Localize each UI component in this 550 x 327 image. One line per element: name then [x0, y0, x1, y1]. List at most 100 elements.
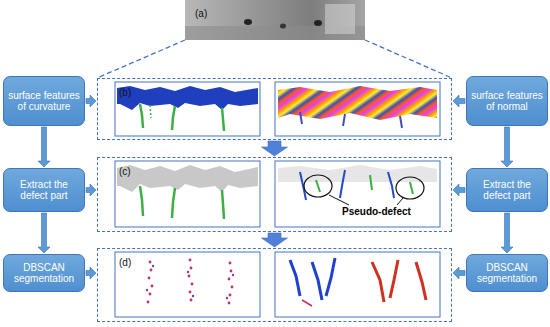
- normal-surface-image-part: [343, 114, 345, 126]
- curvature-cluster-image-part-part: [146, 289, 148, 291]
- curvature-cluster-image-part-part: [228, 302, 231, 305]
- curvature-defect-image-part: [172, 188, 175, 218]
- normal-surface-image-part: [275, 82, 440, 136]
- curvature-cluster-image-part-part: [191, 283, 194, 286]
- curvature-cluster-image-part-part: [192, 295, 194, 297]
- scan-image-part: [314, 20, 322, 26]
- curvature-defect-image-part: [117, 165, 258, 192]
- box-text: surface features of curvature: [7, 90, 81, 113]
- normal-surface-image-part: [400, 116, 402, 128]
- normal-defect-image-part: [275, 161, 440, 227]
- result-panel: (c): [97, 157, 452, 232]
- normal-defect-image-part: [410, 182, 413, 194]
- box-text: DBSCAN segmentation: [7, 262, 81, 285]
- scan-image: [185, 0, 365, 40]
- scan-image-part: [280, 24, 286, 29]
- normal-cluster-image-part: [302, 300, 312, 306]
- flow-arrow: [38, 213, 50, 253]
- flow-arrow: [453, 184, 465, 196]
- callout-label: Pseudo-defect: [342, 206, 411, 217]
- curvature-cluster-image-part: [146, 265, 234, 299]
- normal-defect-image-part: [329, 195, 349, 205]
- normal-surface-image-part: [278, 86, 437, 120]
- normal-defect-image-part: [397, 198, 403, 205]
- panel-label: (c): [119, 166, 131, 177]
- normal-defect-image-part: [370, 175, 372, 190]
- curvature-cluster-image-part-part: [229, 294, 232, 297]
- curvature-surface-image-part: [150, 105, 151, 118]
- normal-defect-image-part: [304, 175, 332, 197]
- process-box: Extract the defect part: [3, 168, 85, 212]
- curvature-cluster-image-part-part: [190, 267, 193, 270]
- result-panel: (d): [97, 248, 452, 322]
- process-box: surface features of curvature: [3, 76, 85, 126]
- flow-arrow-large: [262, 233, 288, 247]
- process-box: DBSCAN segmentation: [466, 254, 548, 292]
- process-box: DBSCAN segmentation: [3, 254, 85, 292]
- normal-cluster-image-part: [372, 262, 384, 302]
- curvature-cluster-image-part-part: [228, 278, 231, 281]
- flow-arrow: [86, 95, 96, 107]
- flow-arrow-large: [262, 141, 288, 156]
- normal-defect-image: [275, 161, 440, 227]
- result-panel: (b): [97, 78, 452, 140]
- curvature-surface-image-part: [222, 108, 224, 131]
- curvature-cluster-image-part-part: [149, 293, 152, 296]
- scan-image-part: [325, 4, 355, 34]
- curvature-defect-image-part: [115, 161, 260, 227]
- curvature-surface-image: [115, 82, 260, 136]
- curvature-cluster-image-part: [147, 259, 234, 305]
- normal-surface-image-part: [300, 112, 302, 124]
- panel-label: (d): [119, 257, 131, 268]
- curvature-cluster-image-part-part: [232, 274, 234, 276]
- flow-arrow: [86, 184, 96, 196]
- curvature-cluster-image-part: [115, 252, 260, 317]
- curvature-defect-image: [115, 161, 260, 227]
- curvature-cluster-image: [115, 252, 260, 317]
- curvature-cluster-image-part-part: [189, 259, 192, 262]
- zoom-line: [97, 40, 452, 78]
- curvature-cluster-image-part-part: [230, 270, 233, 273]
- flow-arrow: [453, 95, 465, 107]
- curvature-cluster-image-part-part: [152, 265, 154, 267]
- flow-arrow: [86, 267, 96, 279]
- normal-surface-image: [275, 82, 440, 136]
- normal-cluster-image-part: [275, 252, 440, 317]
- normal-cluster-image-part: [312, 262, 322, 300]
- normal-defect-image-part: [300, 172, 306, 200]
- flow-arrow: [453, 267, 465, 279]
- curvature-cluster-image-part-part: [150, 269, 153, 272]
- curvature-surface-image-part: [117, 86, 258, 110]
- curvature-surface-image-part: [172, 106, 175, 130]
- flow-arrow: [501, 213, 513, 253]
- curvature-surface-image-part: [115, 82, 260, 136]
- box-text: DBSCAN segmentation: [470, 262, 544, 285]
- process-box: Extract the defect part: [466, 168, 548, 212]
- box-text: Extract the defect part: [7, 179, 81, 202]
- normal-defect-image-part: [316, 180, 320, 192]
- panel-label: (b): [119, 87, 131, 98]
- normal-defect-image-part: [388, 172, 394, 198]
- scan-image-part: [185, 0, 365, 40]
- curvature-cluster-image-part-part: [189, 291, 192, 294]
- curvature-cluster-image-part-part: [231, 286, 234, 289]
- normal-cluster-image-part: [290, 260, 300, 296]
- scan-image-part: [244, 19, 252, 25]
- flow-arrow: [38, 127, 50, 167]
- curvature-cluster-image-part-part: [226, 297, 228, 299]
- process-box: surface features of normal: [466, 76, 548, 126]
- curvature-cluster-image-part-part: [148, 277, 151, 280]
- curvature-cluster-image-part-part: [147, 301, 150, 304]
- curvature-defect-image-part: [140, 186, 143, 216]
- normal-defect-image-part: [340, 170, 345, 198]
- flow-arrow: [501, 127, 513, 167]
- box-text: surface features of normal: [470, 90, 544, 113]
- curvature-cluster-image-part-part: [188, 275, 191, 278]
- zoom-image: (a): [185, 0, 365, 40]
- normal-cluster-image-part: [326, 258, 335, 296]
- normal-cluster-image: [275, 252, 440, 317]
- curvature-cluster-image-part-part: [190, 299, 193, 302]
- curvature-defect-image-part: [222, 190, 224, 219]
- panel-label: (a): [195, 8, 207, 19]
